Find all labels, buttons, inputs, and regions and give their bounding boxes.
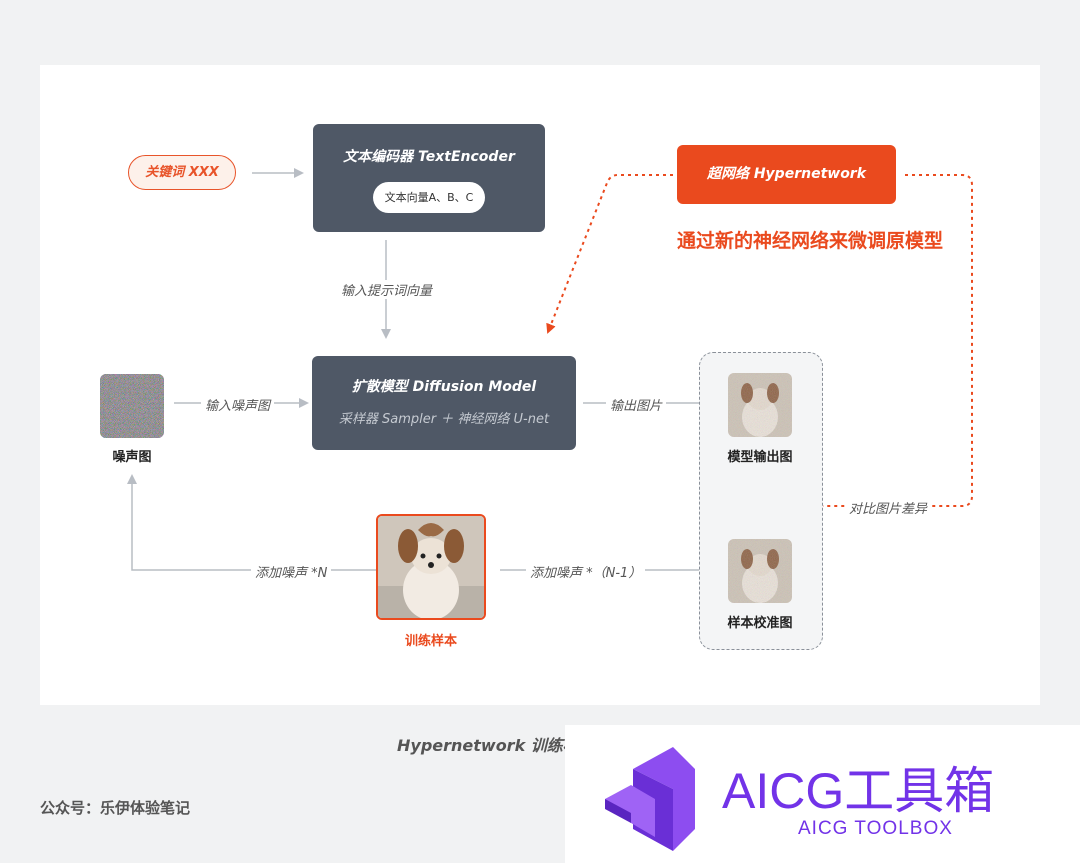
keyword-pill: 关键词 XXX (128, 155, 236, 190)
dashed-arrow-hypernetwork-to-diffusion (546, 174, 673, 334)
output-image-label: 输出图片 (606, 395, 667, 414)
hypernetwork-box: 超网络 Hypernetwork (677, 145, 896, 204)
sample-calibration-image (728, 539, 792, 603)
watermark-subtitle: AICG TOOLBOX (798, 818, 953, 839)
dashed-loop-compare (823, 174, 973, 507)
model-output-caption: 模型输出图 (727, 450, 793, 465)
arrow-sample-to-noise (127, 474, 376, 571)
prompt-vector-label: 输入提示词向量 (341, 280, 433, 299)
text-encoder-box: 文本编码器 TextEncoder 文本向量A、B、C (313, 124, 545, 232)
input-noise-label: 输入噪声图 (201, 395, 275, 414)
footer-account: 公众号：乐伊体验笔记 (40, 799, 191, 817)
noise-image-caption: 噪声图 (112, 450, 152, 465)
sample-calibration-caption: 样本校准图 (727, 616, 793, 631)
add-noise-n-minus-1-label: 添加噪声 *（N-1） (526, 562, 646, 581)
compare-label: 对比图片差异 (846, 498, 931, 517)
training-sample-image (376, 514, 486, 620)
diffusion-model-box: 扩散模型 Diffusion Model 采样器 Sampler ＋ 神经网络 … (312, 356, 576, 450)
text-encoder-title: 文本编码器 TextEncoder (343, 149, 515, 165)
noise-image (100, 374, 164, 438)
diffusion-model-subtitle: 采样器 Sampler ＋ 神经网络 U-net (338, 412, 550, 427)
aicg-watermark: AICG工具箱 AICG TOOLBOX (565, 725, 1080, 863)
training-sample-caption: 训练样本 (404, 634, 457, 649)
watermark-title: AICG工具箱 (722, 763, 995, 819)
model-output-image (728, 373, 792, 437)
figure-caption: Hypernetwork 训练标 (397, 736, 579, 755)
diffusion-model-title: 扩散模型 Diffusion Model (351, 379, 537, 395)
text-vector-pill: 文本向量A、B、C (373, 182, 485, 213)
hypernetwork-note: 通过新的神经网络来微调原模型 (677, 230, 944, 252)
aicg-logo-icon (605, 747, 695, 851)
add-noise-n-label: 添加噪声 *N (251, 562, 332, 581)
